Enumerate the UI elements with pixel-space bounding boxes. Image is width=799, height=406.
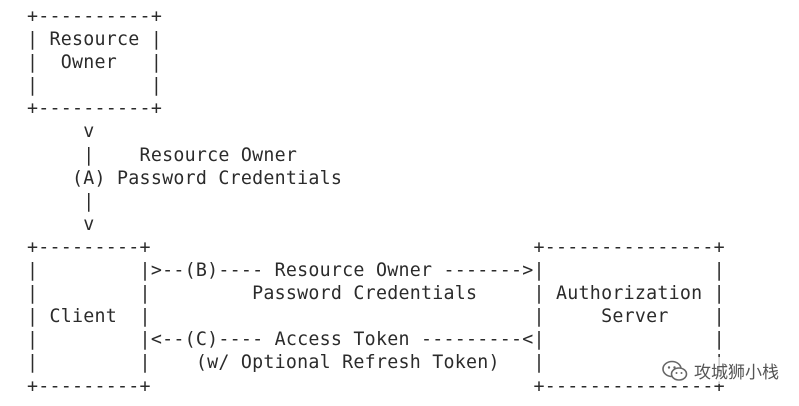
client-and-server-box-bottom: +---------+ +---------------+ <box>27 375 725 397</box>
resource-owner-box-bottom: +----------+ <box>27 98 163 120</box>
client-and-server-box-top: +---------+ +---------------+ <box>27 236 725 258</box>
resource-owner-label-line-2: | Owner | <box>27 52 163 74</box>
flow-a-arrow-tail: v <box>27 213 95 235</box>
resource-owner-box-blank: | | <box>27 75 163 97</box>
flow-a-arrow-head: v <box>27 121 95 143</box>
wechat-icon <box>662 360 688 382</box>
flow-b-credentials-line: | | Password Credentials | Authorization… <box>27 283 725 305</box>
client-server-label-line: | Client | | Server | <box>27 306 725 328</box>
flow-b-request-line: | |>--(B)---- Resource Owner ------->| | <box>27 260 725 282</box>
ascii-flow-diagram: +----------+| Resource || Owner || |+---… <box>27 5 725 398</box>
watermark: 攻城狮小栈 <box>660 357 781 384</box>
flow-a-label-line-1: | Resource Owner <box>27 144 298 166</box>
resource-owner-box-top: +----------+ <box>27 6 163 27</box>
flow-c-response-line: | |<--(C)---- Access Token ---------<| | <box>27 329 725 351</box>
resource-owner-label-line-1: | Resource | <box>27 29 163 51</box>
watermark-text: 攻城狮小栈 <box>694 363 779 383</box>
flow-a-label-line-2: (A) Password Credentials <box>27 167 343 189</box>
flow-c-refresh-token-line: | | (w/ Optional Refresh Token) | | <box>27 352 725 374</box>
flow-a-connector: | <box>27 190 95 212</box>
